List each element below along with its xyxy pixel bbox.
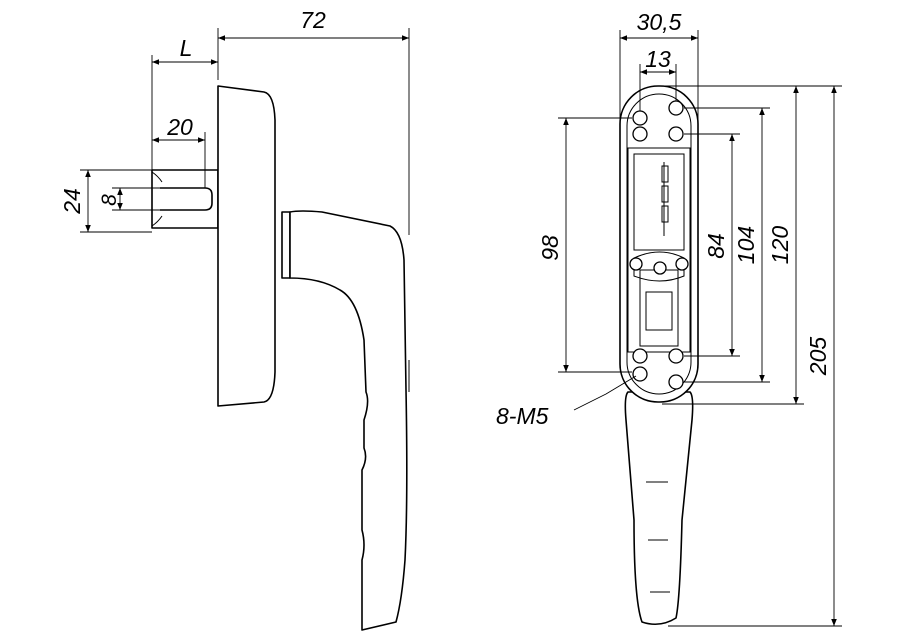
dim-label-120: 120	[767, 226, 793, 265]
dim-104: 104	[684, 107, 770, 383]
mechanism-window	[645, 291, 673, 331]
front-view: 30,5 13 98 84 104	[496, 9, 842, 627]
dim-label-20: 20	[166, 114, 193, 140]
dim-label-205: 205	[805, 337, 831, 377]
screw-hole-5	[632, 348, 648, 364]
dim-label-L: L	[180, 35, 193, 61]
lever-connector	[281, 211, 291, 279]
lever-side-profile	[289, 210, 408, 631]
screw-hole-8	[668, 374, 684, 390]
side-view: 72 L 20 24 8	[59, 7, 410, 631]
dim-label-13: 13	[645, 46, 671, 72]
dim-label-72: 72	[300, 7, 326, 33]
rose-plate-front	[619, 85, 699, 403]
lever-front	[624, 391, 694, 626]
mechanism-frame	[627, 147, 691, 353]
dim-72: 72	[217, 7, 410, 235]
screw-hole-1	[632, 110, 648, 126]
dim-24: 24	[59, 169, 152, 233]
dim-120: 120	[662, 85, 804, 405]
dim-98: 98	[537, 117, 632, 373]
dim-label-104: 104	[733, 226, 759, 264]
cam-pin-right	[675, 257, 689, 271]
dim-13: 13	[639, 46, 677, 111]
cam-pin-center	[653, 261, 667, 275]
screw-hole-7	[632, 366, 648, 382]
spindle-chamfer-top	[151, 171, 163, 183]
mechanism-upper-slot	[633, 153, 685, 251]
detent-2	[661, 185, 669, 203]
detent-3	[661, 205, 669, 223]
detent-1	[661, 165, 669, 183]
dim-84: 84	[684, 133, 740, 357]
dim-L: L	[151, 35, 218, 170]
callout-8-m5: 8-M5	[496, 375, 637, 429]
dim-label-98: 98	[537, 235, 563, 261]
spindle	[151, 169, 219, 229]
screw-hole-2	[668, 100, 684, 116]
dim-30-5: 30,5	[619, 9, 699, 120]
dim-label-24: 24	[59, 188, 85, 215]
rose-base-side	[217, 85, 276, 407]
dim-205: 205	[668, 85, 842, 627]
spindle-chamfer-bottom	[151, 215, 163, 227]
callout-label-8-m5: 8-M5	[496, 403, 549, 429]
spindle-square-end	[160, 187, 213, 211]
dim-label-8: 8	[98, 194, 121, 206]
dim-label-84: 84	[703, 233, 729, 259]
screw-hole-4	[668, 126, 684, 142]
cam-pin-left	[629, 257, 643, 271]
dim-label-30-5: 30,5	[637, 9, 682, 35]
dim-8: 8	[98, 187, 160, 211]
screw-hole-3	[632, 126, 648, 142]
dim-20: 20	[152, 114, 206, 188]
rose-plate-inner	[626, 93, 692, 395]
screw-hole-6	[668, 348, 684, 364]
mechanism-cam	[633, 251, 685, 282]
